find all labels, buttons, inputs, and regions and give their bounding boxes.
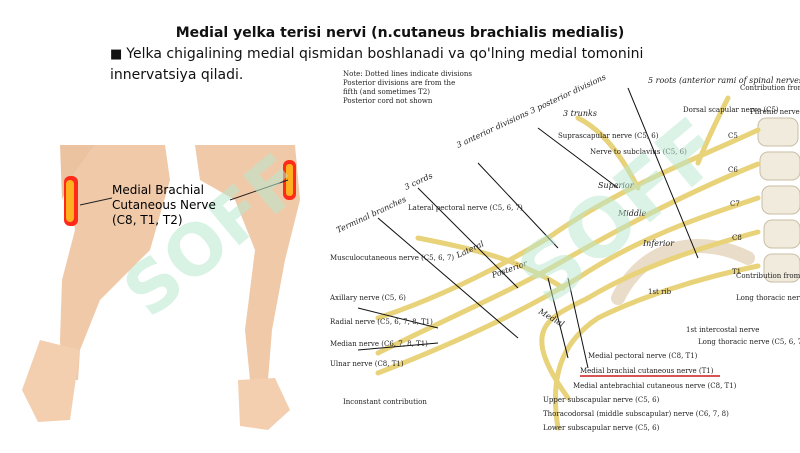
left-branch-labels: Lateral pectoral nerve (C5, 6, 7) Muscul… — [329, 204, 523, 368]
svg-text:Ulnar nerve (C8, T1): Ulnar nerve (C8, T1) — [330, 360, 404, 368]
svg-text:fifth (and sometimes T2): fifth (and sometimes T2) — [343, 88, 430, 96]
intercostal-label: 1st intercostal nerve — [686, 326, 759, 334]
vertebra-c5: C5 — [728, 132, 738, 140]
plexus-drawing: Note: Dotted lines indicate divisions Po… — [329, 70, 800, 432]
slide-title: Medial yelka terisi nervi (n.cutaneus br… — [175, 25, 625, 41]
svg-text:Thoracodorsal (middle subscapu: Thoracodorsal (middle subscapular) nerve… — [543, 410, 729, 418]
vertebral-column — [757, 117, 800, 283]
vertebra-t1: T1 — [732, 268, 741, 276]
long-thoracic-label: Long thoracic nerve (C5, 6, 7) — [698, 338, 800, 346]
svg-text:Lower subscapular nerve (C5, 6: Lower subscapular nerve (C5, 6) — [543, 424, 660, 432]
bullet-marker: ■ — [110, 47, 123, 62]
arm-illustration: SOFF — [0, 138, 330, 440]
svg-text:Nerve to subclavius (C5, 6): Nerve to subclavius (C5, 6) — [590, 148, 687, 156]
svg-text:Median nerve (C6, 7, 8, T1): Median nerve (C6, 7, 8, T1) — [330, 340, 428, 348]
trunk-middle: Middle — [617, 209, 647, 218]
arm-label-line1: Medial Brachial — [112, 183, 204, 197]
vertebra-c8: C8 — [732, 234, 742, 242]
bullet-paragraph: ■Yelka chigalining medial qismidan boshl… — [110, 44, 670, 85]
svg-text:Contribution from T2: Contribution from T2 — [736, 272, 800, 280]
svg-text:Phrenic nerve: Phrenic nerve — [750, 108, 800, 116]
svg-text:Long thoracic nerve (C5, 6, 7): Long thoracic nerve (C5, 6, 7) — [736, 294, 800, 302]
svg-text:Medial antebrachial cutaneous: Medial antebrachial cutaneous nerve (C8,… — [573, 382, 737, 390]
svg-text:Lateral pectoral nerve (C5, 6,: Lateral pectoral nerve (C5, 6, 7) — [408, 204, 523, 212]
rib-label: 1st rib — [648, 288, 672, 296]
svg-text:Radial nerve (C5, 6, 7, 8, T1): Radial nerve (C5, 6, 7, 8, T1) — [330, 318, 433, 326]
brachial-plexus-diagram: Note: Dotted lines indicate divisions Po… — [318, 68, 800, 449]
svg-text:Musculocutaneous nerve (C5, 6,: Musculocutaneous nerve (C5, 6, 7) — [330, 254, 454, 262]
roots-label: 5 roots (anterior rami of spinal nerves) — [648, 76, 800, 85]
arm-label: Medial Brachial Cutaneous Nerve (C8, T1,… — [112, 183, 216, 228]
trunks-label: 3 trunks — [563, 109, 597, 118]
svg-text:Dorsal scapular nerve (C5): Dorsal scapular nerve (C5) — [683, 106, 779, 114]
terminal-label: Terminal branches — [335, 195, 407, 235]
bottom-branch-labels: Medial pectoral nerve (C8, T1) Medial br… — [543, 352, 737, 432]
svg-text:Upper subscapular nerve (C5, 6: Upper subscapular nerve (C5, 6) — [543, 396, 660, 404]
trunk-superior: Superior — [598, 181, 635, 190]
svg-text:Medial pectoral nerve (C8, T1): Medial pectoral nerve (C8, T1) — [588, 352, 698, 360]
arm-label-line2: Cutaneous Nerve — [112, 198, 216, 212]
leader-lines — [357, 87, 699, 369]
vertebra-c6: C6 — [728, 166, 738, 174]
svg-text:Posterior divisions are from t: Posterior divisions are from the — [343, 79, 455, 87]
svg-text:Axillary nerve (C5, 6): Axillary nerve (C5, 6) — [329, 294, 406, 302]
plexus-header-note: Note: Dotted lines indicate divisions Po… — [343, 70, 472, 105]
svg-text:Note: Dotted lines indicate di: Note: Dotted lines indicate divisions — [343, 70, 472, 78]
bullet-text: Yelka chigalining medial qismidan boshla… — [110, 46, 644, 83]
svg-text:Medial brachial cutaneous nerv: Medial brachial cutaneous nerve (T1) — [580, 367, 714, 375]
arm-drawing: SOFF — [22, 138, 318, 430]
svg-text:Contribution from C4 (phrenic): Contribution from C4 (phrenic) — [740, 84, 800, 92]
svg-text:Posterior cord not shown: Posterior cord not shown — [343, 97, 433, 105]
arm-label-line3: (C8, T1, T2) — [112, 213, 183, 227]
nerve-bundles — [375, 95, 761, 431]
footer-note: Inconstant contribution — [343, 398, 427, 406]
vertebra-c7: C7 — [730, 200, 740, 208]
svg-text:Suprascapular nerve (C5, 6): Suprascapular nerve (C5, 6) — [558, 132, 659, 140]
trunk-inferior: Inferior — [642, 239, 675, 248]
top-branch-labels: Suprascapular nerve (C5, 6) Nerve to sub… — [558, 84, 800, 302]
